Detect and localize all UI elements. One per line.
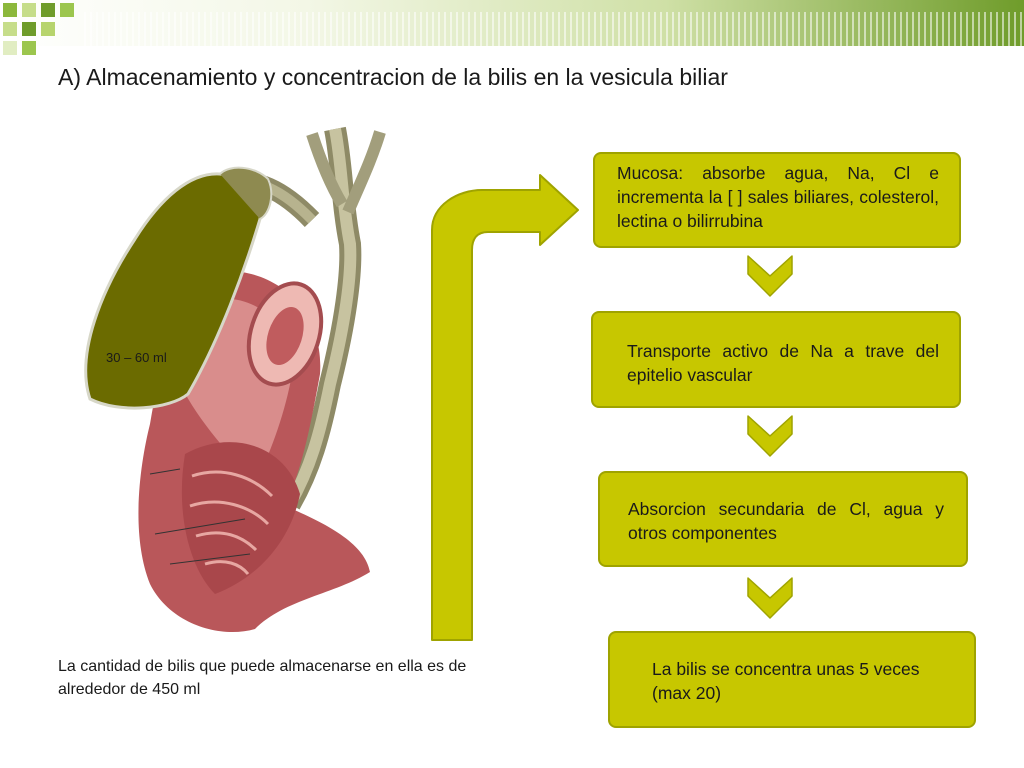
chevron-down-icon bbox=[747, 577, 793, 619]
step-text: La bilis se concentra unas 5 veces (max … bbox=[652, 659, 920, 703]
step-transport-box: Transporte activo de Na a trave del epit… bbox=[591, 311, 961, 408]
gallbladder-illustration bbox=[84, 126, 386, 632]
step-text: Mucosa: absorbe agua, Na, Cl e increment… bbox=[617, 163, 939, 231]
flow-arrow-icon bbox=[431, 174, 579, 641]
step-concentration-box: La bilis se concentra unas 5 veces (max … bbox=[608, 631, 976, 728]
chevron-down-icon bbox=[747, 415, 793, 457]
step-text: Transporte activo de Na a trave del epit… bbox=[627, 341, 939, 385]
chevron-down-icon bbox=[747, 255, 793, 297]
step-absorption-box: Absorcion secundaria de Cl, agua y otros… bbox=[598, 471, 968, 567]
step-text: Absorcion secundaria de Cl, agua y otros… bbox=[628, 499, 944, 543]
step-mucosa-box: Mucosa: absorbe agua, Na, Cl e increment… bbox=[593, 152, 961, 248]
slide-title: A) Almacenamiento y concentracion de la … bbox=[58, 64, 728, 90]
header-stripes bbox=[80, 12, 1024, 46]
gallbladder-volume-label: 30 – 60 ml bbox=[106, 350, 167, 365]
corner-squares-logo bbox=[3, 3, 74, 55]
bile-capacity-caption: La cantidad de bilis que puede almacenar… bbox=[58, 658, 467, 698]
